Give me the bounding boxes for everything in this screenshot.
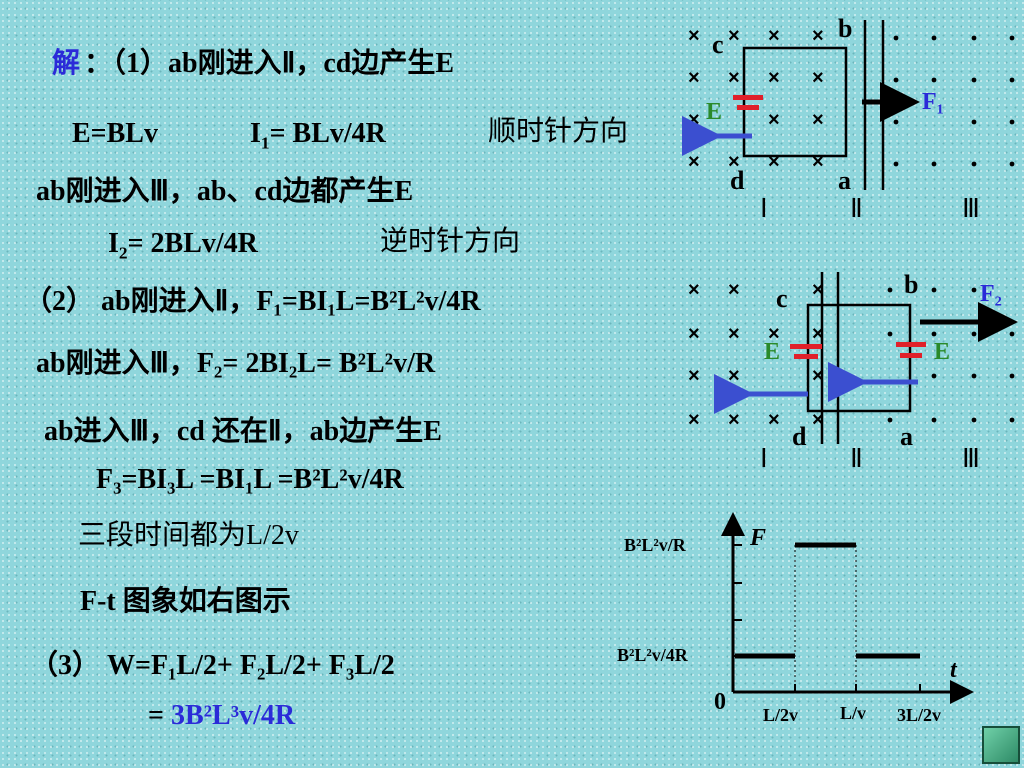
diagram-1: × × × × × × × × × × × × × × ×: [682, 20, 1015, 190]
solution-line-9: 三段时间都为L/2v: [78, 520, 299, 551]
svg-text:×: ×: [728, 25, 740, 47]
svg-text:×: ×: [812, 109, 824, 131]
d2-label-F: F₂: [980, 281, 1002, 307]
d1-region-3: Ⅲ: [962, 194, 980, 223]
svg-text:×: ×: [688, 109, 700, 131]
field-crosses-region-1: × × × × × × × × × × × × × ×: [688, 279, 824, 431]
battery-icon-left: [790, 344, 822, 359]
svg-text:×: ×: [768, 25, 780, 47]
battery-icon-right: [896, 342, 926, 358]
d2-label-d: d: [792, 422, 807, 451]
solution-line-8: F₃=BI₃L =BI₁L =B²L²v/4R: [96, 464, 404, 495]
svg-text:×: ×: [688, 409, 700, 431]
coil-frame: [806, 303, 912, 413]
svg-text:×: ×: [688, 323, 700, 345]
d1-label-b: b: [838, 14, 853, 43]
svg-text:×: ×: [812, 151, 824, 173]
svg-text:×: ×: [812, 409, 824, 431]
d2-region-3: Ⅲ: [962, 444, 980, 473]
field-dots-region-3: [887, 287, 1015, 423]
current-1-direction: 顺时针方向: [488, 116, 629, 147]
solution-line-6: ab刚进入Ⅲ，F₂= 2BI₂L= B²L²v/R: [36, 348, 436, 379]
solution-line-1: ：（1）ab刚进入Ⅱ，cd边产生E: [84, 48, 455, 79]
svg-text:×: ×: [728, 323, 740, 345]
solution-answer: = 3B²L³v/4R: [148, 700, 296, 731]
current-2-direction: 逆时针方向: [380, 226, 521, 257]
current-2-formula: I2= 2BLv/4R: [108, 228, 258, 263]
next-slide-button[interactable]: [982, 726, 1020, 764]
svg-text:×: ×: [688, 279, 700, 301]
d2-label-E-right: E: [934, 339, 951, 365]
svg-text:×: ×: [812, 25, 824, 47]
svg-text:×: ×: [768, 323, 780, 345]
graph-origin: 0: [714, 689, 726, 715]
graph-x-tick-2: L/v: [840, 703, 867, 723]
d2-label-b: b: [904, 270, 919, 299]
svg-text:×: ×: [728, 409, 740, 431]
svg-text:×: ×: [768, 109, 780, 131]
graph-y-tick-high: B²L²v/R: [624, 535, 686, 555]
d1-region-2: Ⅱ: [850, 194, 863, 223]
d1-label-a: a: [838, 166, 851, 195]
field-dots-region-3: [893, 35, 1015, 167]
svg-text:×: ×: [688, 25, 700, 47]
solution-line-3: ab刚进入Ⅲ，ab、cd边都产生E: [36, 176, 414, 207]
solution-line-11: （3） W=F₁L/2+ F₂L/2+ F₃L/2: [30, 650, 395, 681]
d2-region-1: Ⅰ: [760, 444, 768, 473]
solution-line-7: ab进入Ⅲ，cd 还在Ⅱ，ab边产生E: [44, 416, 442, 447]
d1-label-E: E: [706, 99, 723, 125]
svg-text:×: ×: [728, 365, 740, 387]
diagram-2: × × × × × × × × × × × × × ×: [688, 272, 1018, 444]
d2-label-c: c: [776, 284, 788, 313]
svg-text:×: ×: [812, 323, 824, 345]
battery-icon: [733, 95, 763, 110]
d2-region-2: Ⅱ: [850, 444, 863, 473]
ft-graph: [721, 512, 974, 704]
d1-label-F: F₁: [922, 89, 944, 115]
solution-line-10: F-t 图象如右图示: [80, 586, 291, 617]
d2-label-E-left: E: [764, 339, 781, 365]
svg-text:×: ×: [728, 151, 740, 173]
svg-text:×: ×: [768, 151, 780, 173]
dashed-guides: [794, 545, 857, 692]
svg-text:×: ×: [812, 67, 824, 89]
svg-text:×: ×: [728, 279, 740, 301]
graph-x-tick-3: 3L/2v: [897, 705, 942, 725]
svg-text:×: ×: [688, 365, 700, 387]
d2-label-a: a: [900, 422, 913, 451]
graph-x-label: t: [950, 657, 957, 683]
d1-region-1: Ⅰ: [760, 194, 768, 223]
coil-frame: [742, 46, 848, 158]
svg-text:×: ×: [688, 151, 700, 173]
solution-line-5: （2） ab刚进入Ⅱ，F₁=BI₁L=B²L²v/4R: [24, 286, 481, 317]
svg-text:×: ×: [812, 279, 824, 301]
d1-label-c: c: [712, 30, 724, 59]
svg-text:×: ×: [688, 67, 700, 89]
answer-value: 3B²L³v/4R: [170, 700, 296, 731]
current-1-formula: I1= BLv/4R: [250, 118, 386, 153]
svg-text:×: ×: [812, 365, 824, 387]
graph-y-tick-low: B²L²v/4R: [617, 645, 688, 665]
graph-x-tick-1: L/2v: [763, 705, 799, 725]
d1-label-d: d: [730, 166, 745, 195]
solution-heading: 解: [52, 48, 81, 79]
svg-text:×: ×: [768, 67, 780, 89]
graph-y-label: F: [750, 525, 767, 551]
emf-formula: E=BLv: [72, 118, 158, 149]
svg-text:×: ×: [728, 67, 740, 89]
svg-text:×: ×: [768, 409, 780, 431]
